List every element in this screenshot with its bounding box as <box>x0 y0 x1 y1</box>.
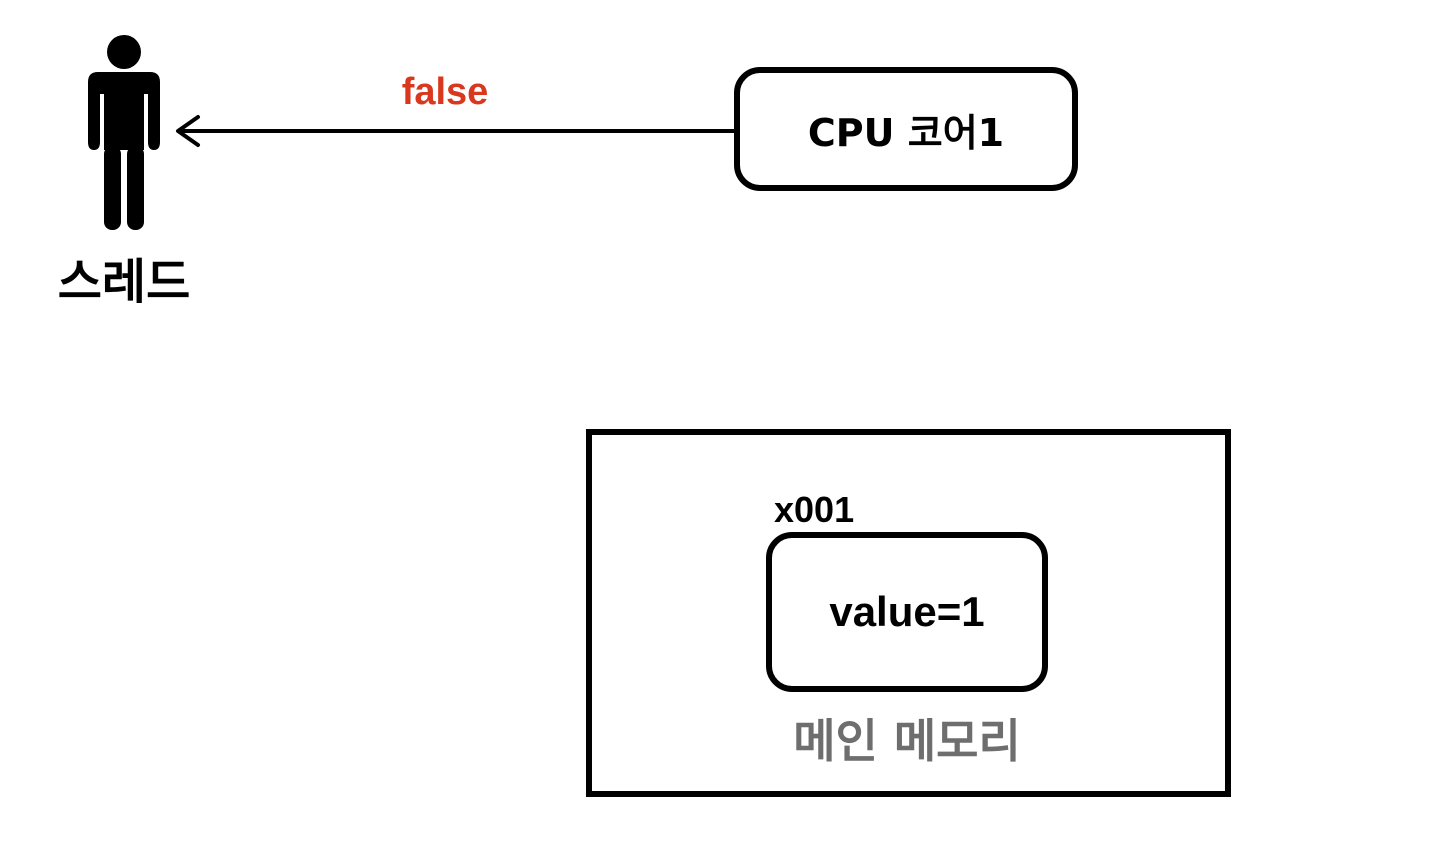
thread-label: 스레드 <box>57 254 191 310</box>
cpu-core-box: CPU 코어1 <box>734 67 1078 191</box>
main-memory-label: 메인 메모리 <box>793 714 1021 768</box>
memory-value-box: value=1 <box>766 532 1048 692</box>
memory-value-label: value=1 <box>829 588 985 635</box>
arrow-label: false <box>401 71 489 113</box>
main-memory-box <box>586 429 1231 797</box>
cpu-core-label: CPU 코어1 <box>807 110 1005 155</box>
return-arrow <box>176 115 740 147</box>
person-icon <box>88 35 160 230</box>
memory-address-label: x001 <box>774 489 855 530</box>
